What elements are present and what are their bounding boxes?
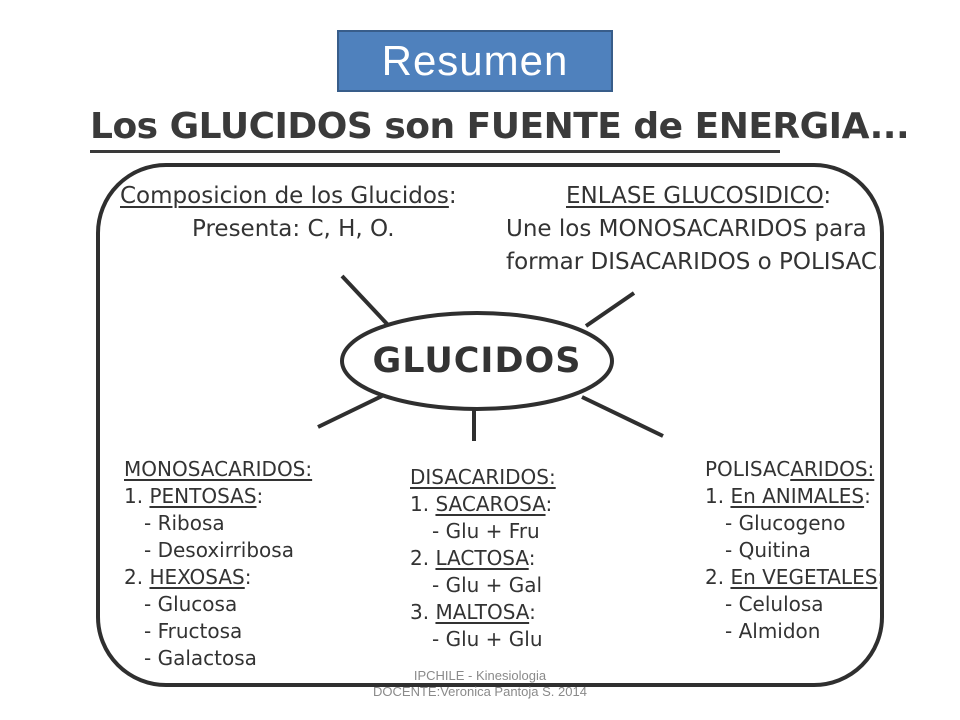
monosacaridos-title: MONOSACARIDOS: [124,457,313,481]
disacaridos-title: DISACARIDOS: [410,465,556,489]
composicion-text: Presenta: C, H, O. [192,216,395,242]
ray-lower-right [581,395,664,438]
hexosas-label: HEXOSAS [149,565,245,589]
composicion-label: Composicion de los Glucidos [120,183,449,209]
poli-number-2: 2. [705,565,731,589]
enlace-block: ENLASE GLUCOSIDICO: Une los MONOSACARIDO… [506,180,884,279]
composicion-colon: : [448,183,457,209]
maltosa-colon: : [529,600,536,624]
slide-footer: IPCHILE - Kinesiologia DOCENTE:Veronica … [300,668,660,700]
en-animales-label: En ANIMALES [730,484,865,508]
di-number-2: 2. [410,546,436,570]
pentosas-colon: : [256,484,264,508]
enlace-line-2: formar DISACARIDOS o POLISAC. [506,249,885,275]
sacarosa-detail: - Glu + Fru [432,519,540,543]
en-vegetales-colon: : [877,565,885,589]
hexosas-item: - Fructosa [144,619,243,643]
sacarosa-colon: : [545,492,553,516]
pentosas-item: - Ribosa [144,511,225,535]
en-animales-item: - Quitina [725,538,811,562]
center-label: GLUCIDOS [372,341,582,381]
di-number-3: 3. [410,600,436,624]
sacarosa-label: SACAROSA [435,492,546,516]
mono-number-2: 2. [124,565,150,589]
heading-underline [90,150,780,153]
footer-line-2: DOCENTE:Veronica Pantoja S. 2014 [373,684,587,699]
disacaridos-block: DISACARIDOS: 1. SACAROSA: - Glu + Fru 2.… [410,464,556,653]
lactosa-colon: : [528,546,536,570]
diagram-heading: Los GLUCIDOS son FUENTE de ENERGIA... [90,106,910,147]
en-vegetales-item: - Celulosa [725,592,824,616]
enlace-label: ENLASE GLUCOSIDICO [566,183,824,209]
polisacaridos-title-a: POLISAC [705,457,791,481]
hexosas-item: - Galactosa [144,646,257,670]
hexosas-colon: : [244,565,252,589]
en-animales-colon: : [864,484,871,508]
composicion-block: Composicion de los Glucidos: Presenta: C… [120,180,457,246]
center-ellipse [340,311,614,411]
enlace-colon: : [823,183,832,209]
di-number-1: 1. [410,492,436,516]
slide-title: Resumen [337,30,613,92]
monosacaridos-block: MONOSACARIDOS: 1. PENTOSAS: - Ribosa - D… [124,456,312,672]
ray-upper-left [340,274,390,327]
maltosa-detail: - Glu + Glu [432,627,543,651]
hexosas-item: - Glucosa [144,592,238,616]
en-animales-item: - Glucogeno [725,511,846,535]
en-vegetales-item: - Almidon [725,619,821,643]
maltosa-label: MALTOSA [435,600,530,624]
lactosa-detail: - Glu + Gal [432,573,543,597]
poli-number-1: 1. [705,484,731,508]
lactosa-label: LACTOSA [435,546,529,570]
diagram-frame [96,163,884,687]
pentosas-label: PENTOSAS [149,484,257,508]
ray-lower-left [317,394,383,429]
en-vegetales-label: En VEGETALES [730,565,878,589]
pentosas-item: - Desoxirribosa [144,538,294,562]
enlace-line-1: Une los MONOSACARIDOS para [506,216,867,242]
polisacaridos-title-b: ARIDOS: [790,457,875,481]
mono-number-1: 1. [124,484,150,508]
ray-upper-right [584,291,636,328]
polisacaridos-block: POLISACARIDOS: 1. En ANIMALES: - Glucoge… [705,456,884,645]
footer-line-1: IPCHILE - Kinesiologia [413,668,547,683]
